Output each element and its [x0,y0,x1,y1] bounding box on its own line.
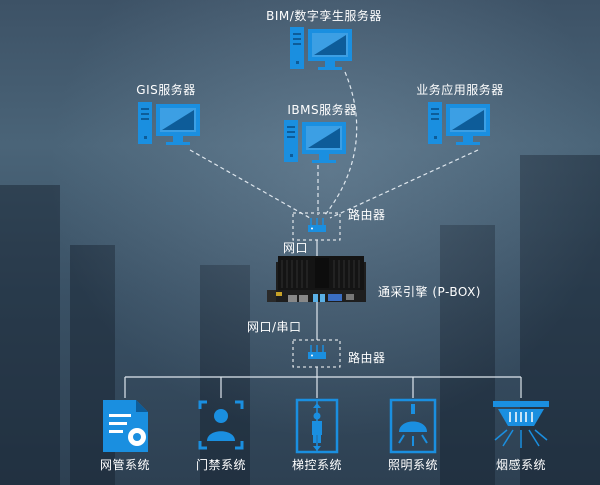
subsystem-label-access: 门禁系统 [195,458,247,472]
router-top-label: 路由器 [348,208,386,222]
business-server-label: 业务应用服务器 [416,83,504,97]
p-box-device [267,256,366,302]
access-control-icon [198,400,244,450]
lighting-icon [389,398,437,454]
router-top-icon [308,218,326,232]
ibms-server-icon [284,120,346,163]
router-bottom-label: 路由器 [348,351,386,365]
subsystem-label-smoke: 烟感系统 [495,458,547,472]
link-bottom-label: 网口/串口 [247,320,302,334]
subsystem-label-elevator: 梯控系统 [291,458,343,472]
ibms-server-label: IBMS服务器 [287,103,357,117]
elevator-control-icon [295,398,339,454]
distribution-bus [124,367,522,398]
subsystem-label-network: 网管系统 [99,458,151,472]
smoke-detector-icon [493,401,549,448]
network-management-icon [103,400,148,452]
business-server-icon [428,102,490,145]
link-top-label: 网口 [283,241,309,255]
bim-server-label: BIM/数字孪生服务器 [266,9,382,23]
router-bottom-icon [308,345,326,359]
gis-server-label: GIS服务器 [136,83,196,97]
server-links [189,71,479,219]
p-box-label: 通采引擎 (P-BOX) [378,285,481,299]
bim-server-icon [290,27,352,70]
subsystem-label-lighting: 照明系统 [387,458,439,472]
gis-server-icon [138,102,200,145]
